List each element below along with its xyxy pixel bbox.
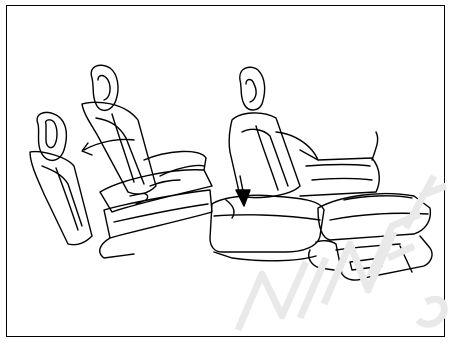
right-seat-pair [210,67,432,280]
left-seat-pair [30,65,212,258]
